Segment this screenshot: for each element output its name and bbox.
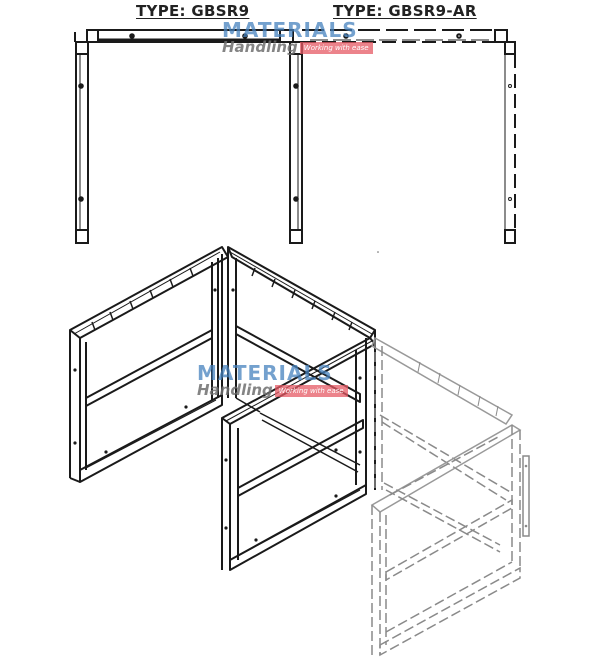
elevation-gbsr9 (74, 29, 303, 244)
isometric-solid-frames (69, 246, 376, 571)
title-gbsr9-ar: TYPE: GBSR9-AR (333, 2, 477, 20)
title-gbsr9: TYPE: GBSR9 (136, 2, 250, 20)
isometric-add-on-frame (370, 336, 530, 657)
elevation-gbsr9-ar (289, 29, 516, 244)
